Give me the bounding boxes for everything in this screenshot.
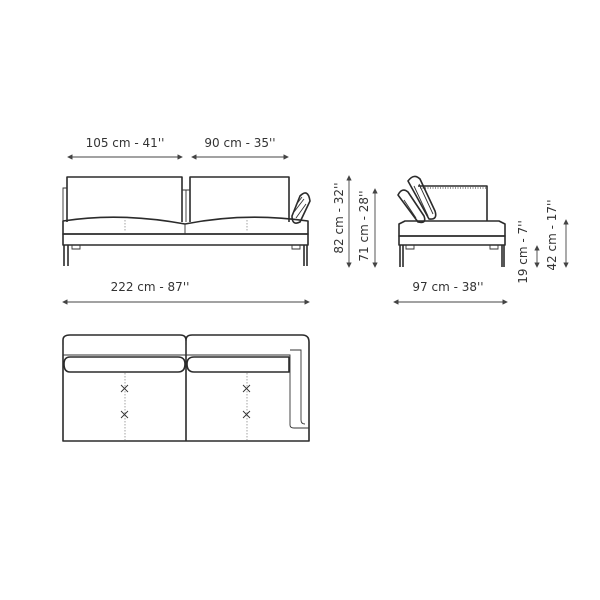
depth-label: 97 cm - 38'' (412, 280, 483, 294)
leg-height-label: 19 cm - 7'' (516, 220, 530, 284)
seat-right-width-label: 90 cm - 35'' (204, 136, 275, 150)
seat-height-label: 42 cm - 17'' (545, 199, 559, 270)
top-view (62, 334, 310, 442)
front-view: 105 cm - 41'' 90 cm - 35'' 222 cm - 87'' (62, 136, 311, 305)
tuft-x-marks-right (242, 384, 251, 419)
back-height-label: 71 cm - 28'' (357, 190, 371, 261)
side-sofa-drawing (397, 175, 506, 267)
total-width-label: 222 cm - 87'' (111, 280, 190, 294)
tuft-x-marks-left (120, 384, 129, 419)
side-view: 82 cm - 32'' 71 cm - 28'' 97 cm - 38'' 1… (332, 175, 569, 305)
total-height-label: 82 cm - 32'' (332, 182, 346, 253)
front-sofa-drawing (62, 176, 311, 266)
seat-left-width-label: 105 cm - 41'' (86, 136, 165, 150)
